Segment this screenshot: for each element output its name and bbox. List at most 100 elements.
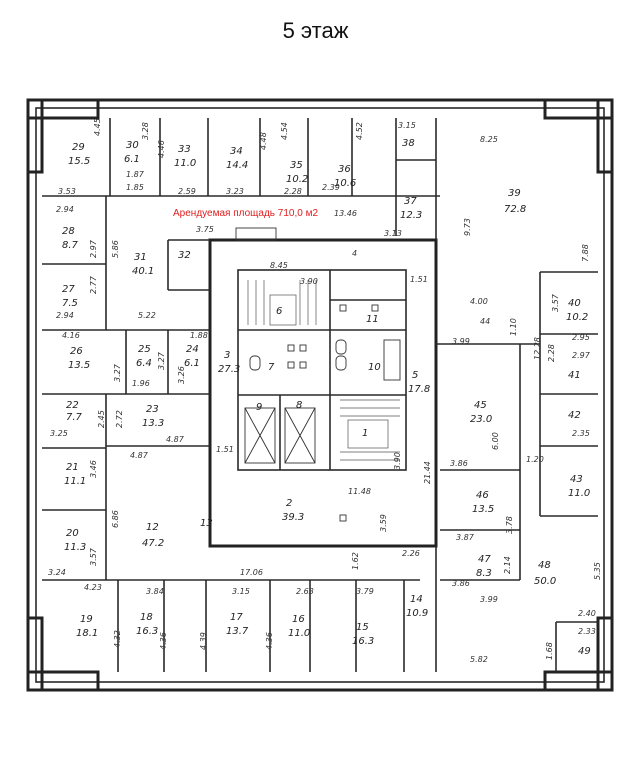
room-area: 13.3 [142,418,164,429]
dimension: 2.40 [578,609,596,618]
dimension: 11.48 [348,487,371,496]
room-num: 36 [338,164,351,175]
dimension: 4 [352,249,357,258]
room-num: 41 [568,370,581,381]
room-area: 14.4 [226,160,248,171]
dimension: 3.84 [146,587,164,596]
dimension: 4.23 [84,583,102,592]
dimension: 4.46 [157,140,166,158]
room-num: 21 [66,462,79,473]
dimension: 3.53 [58,187,76,196]
dimension: 4.00 [470,297,488,306]
dimension: 3.87 [456,533,475,542]
dimension: 2.45 [97,410,106,428]
dimension: 3.90 [393,452,402,470]
dimension: 4.87 [130,451,149,460]
dimension: 3.78 [505,516,514,534]
dimension: 3.99 [480,595,498,604]
room-area: 8.3 [476,568,492,579]
dimension: 4.39 [199,632,208,650]
dimension: 3.59 [379,514,388,532]
dimension: 5.22 [138,311,156,320]
room-area: 10.2 [286,174,308,185]
room-area: 11.3 [64,542,86,553]
room-area: 50.0 [534,576,556,587]
room-num: 10 [368,362,381,373]
dimension: 2.94 [56,205,74,214]
room-num: 45 [474,400,487,411]
room-num: 49 [578,646,591,657]
dimension: 1.51 [410,275,428,284]
dimension: 7.88 [581,244,590,262]
room-area: 6.1 [124,154,140,165]
room-num: 43 [570,474,583,485]
room-area: 15.5 [68,156,90,167]
dimension: 1.87 [126,170,145,179]
dimension: 3.79 [356,587,374,596]
dimension: 4.36 [159,632,168,650]
room-num: 18 [140,612,153,623]
dimension: 2.33 [578,627,596,636]
room-num: 13 [200,518,213,529]
room-area: 6.1 [184,358,200,369]
dimension: 1.85 [126,183,144,192]
room-num: 33 [178,144,191,155]
dimension: 4.87 [166,435,185,444]
dimension: 3.99 [452,337,470,346]
room-num: 27 [62,284,75,295]
room-area: 13.5 [68,360,90,371]
room-area: 13.7 [226,626,249,637]
room-num: 38 [402,138,415,149]
dimension: 1.20 [526,455,544,464]
dimension: 3.24 [48,568,66,577]
dimension: 3.15 [232,587,250,596]
room-num: 20 [66,528,79,539]
dimension: 5.86 [111,240,120,258]
partitions [42,118,598,672]
dimension: 3.26 [177,366,186,384]
dimension: 3.90 [300,277,318,286]
room-num: 40 [568,298,581,309]
dimension: 2.35 [572,429,590,438]
room-area: 17.8 [408,384,430,395]
dimension: 3.27 [157,351,166,370]
dimension: 3.46 [89,460,98,478]
dimension: 2.63 [296,587,314,596]
room-area: 10.2 [566,312,588,323]
room-area: 18.1 [76,628,98,639]
dimension: 4.54 [280,122,289,140]
room-num: 16 [292,614,305,625]
outer-walls [26,98,614,692]
room-num: 32 [178,250,191,261]
dimension: 5.35 [593,562,602,580]
dimension: 6.00 [491,432,500,450]
room-area: 11.0 [288,628,310,639]
dimension: 4.45 [93,118,102,136]
dimension: 3.86 [452,579,470,588]
room-area: 6.4 [136,358,152,369]
dimension: 1.68 [545,642,554,660]
room-area: 11.0 [174,158,196,169]
room-num: 3 [224,350,230,361]
room-num: 19 [80,614,93,625]
dimension: 1.62 [351,552,360,570]
room-area: 10.9 [406,608,428,619]
dimension: 3.25 [50,429,68,438]
room-num: 12 [146,522,159,533]
dimension: 2.77 [89,275,98,294]
dimension: 2.97 [572,351,591,360]
dimension: 3.15 [398,121,416,130]
room-num: 7 [268,362,275,373]
room-num: 39 [508,188,521,199]
dimension: 2.72 [115,410,124,428]
dimension: 13.46 [334,209,357,218]
dimension: 2.39 [322,183,340,192]
room-area: 23.0 [470,414,492,425]
room-num: 34 [230,146,243,157]
dimension: 2.28 [284,187,302,196]
dimension: 44 [480,317,490,326]
dimension: 3.57 [551,293,560,312]
rentable-area-label: Арендуемая площадь 710,0 м2 [173,208,319,219]
